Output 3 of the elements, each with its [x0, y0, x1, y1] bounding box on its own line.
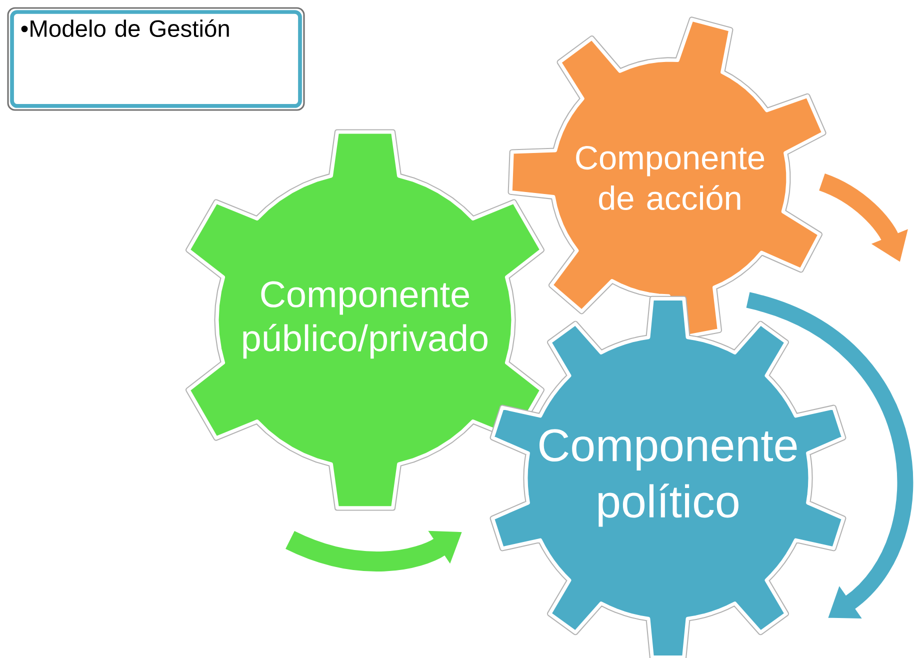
gear: Componente de acción — [508, 16, 826, 340]
note-box: •Modelo de Gestión — [7, 7, 305, 111]
gear: Componente político — [490, 296, 846, 658]
